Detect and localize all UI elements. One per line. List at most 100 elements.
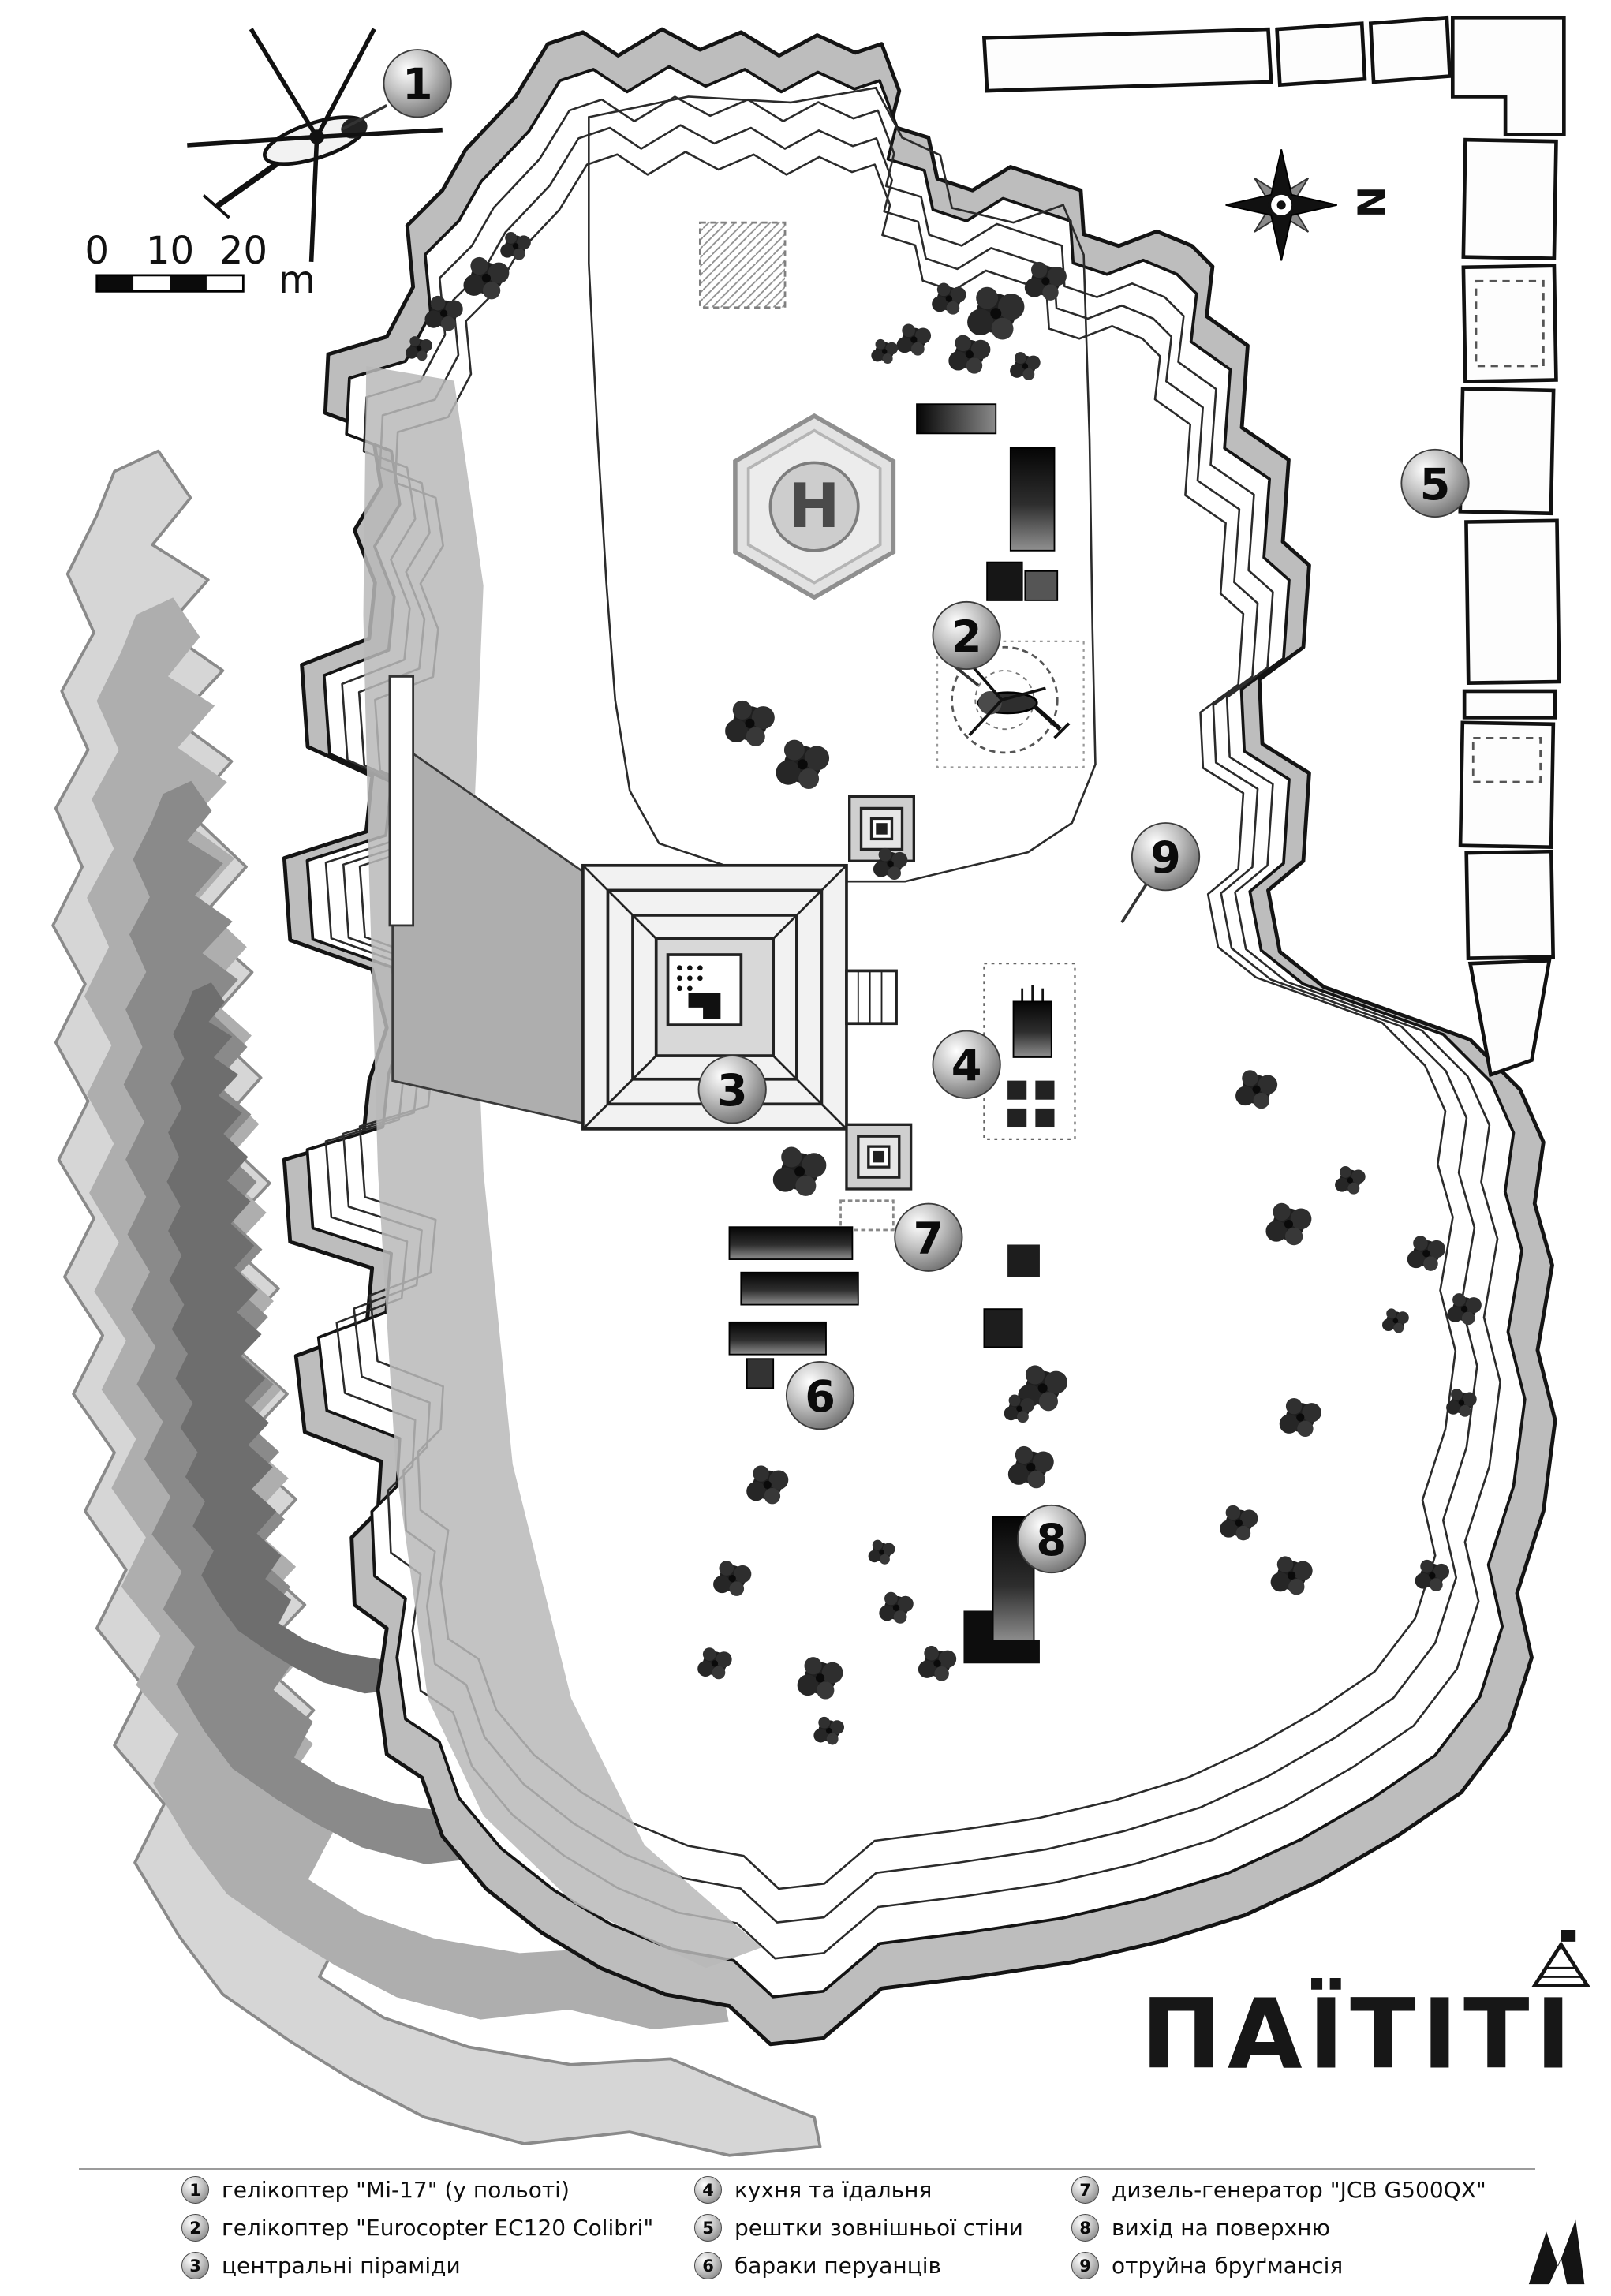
wall-block [1462,689,1557,720]
map-marker-number: 7 [914,1213,944,1265]
generator-unit [1007,1244,1040,1277]
wall-fragment [388,675,415,927]
compass-center-dot [1276,200,1286,210]
legend-ball: 9 [1071,2252,1099,2279]
legend-item-label: центральні піраміди [222,2253,461,2279]
map-marker-2: 2 [932,600,1001,671]
scale-label-0: 0 [84,229,109,273]
barrack-building [746,1358,775,1389]
swamp-layer [166,982,489,1699]
legend-item: 2 гелікоптер "Eurocopter EC120 Colibri" [181,2214,653,2242]
dashed-plot [839,1199,895,1232]
swamp-area [51,449,822,2157]
legend-ball: 2 [181,2214,209,2242]
legend-item-label: бараки перуанців [734,2253,942,2279]
legend-ball: 8 [1071,2214,1099,2242]
legend-ball: 7 [1071,2176,1099,2204]
heli-main-rotor [968,665,1046,736]
hatched-area [698,221,787,309]
kitchen-area [983,963,1076,1140]
table [1007,1108,1027,1128]
camp-buildings [916,403,1059,601]
building [986,561,1023,601]
legend-column-3: 7 дизель-генератор "JCB G500QX" 8 вихід … [1071,2176,1486,2279]
generator-unit [983,1308,1023,1348]
scale-label-20: 20 [219,229,267,273]
legend-ball-number: 7 [1079,2180,1091,2200]
scale-segment [133,275,170,292]
barrack-building [740,1271,859,1306]
legend-ball-number: 9 [1079,2256,1091,2275]
fortress-terrace-ring [305,65,1527,1999]
fortress-terrace-ring [342,124,1478,1924]
legend-ball-number: 5 [702,2218,714,2238]
scale-segment [170,275,207,292]
exit-base [963,1640,1040,1664]
wall-block-dashed-detail [1475,279,1545,368]
legend-ball: 5 [694,2214,722,2242]
wall-block [1461,137,1558,260]
legend-ball-number: 8 [1079,2218,1091,2238]
scale-label-10: 10 [146,229,194,273]
legend-ball-number: 6 [702,2256,714,2275]
legend-column-2: 4 кухня та їдальня 5 рештки зовнішньої с… [694,2176,1023,2279]
legend-item: 5 рештки зовнішньої стіни [694,2214,1023,2242]
barracks [728,1226,859,1389]
heli-tail-boom [1032,704,1062,731]
pyramid-edge [581,864,657,940]
heli-tail-rotor [1053,722,1071,739]
helipad-circle [768,461,860,552]
inner-left-slope [363,365,762,1969]
shrine-structure [688,993,721,1019]
wall-block [1275,21,1367,88]
map-marker-number: 9 [1150,832,1181,884]
table [1035,1108,1055,1128]
scale-segment [96,275,134,292]
legend-item: 9 отруйна бруґмансія [1071,2252,1486,2279]
legend-ball-number: 1 [189,2180,201,2200]
map-marker-4: 4 [932,1030,1001,1099]
table [1007,1080,1027,1100]
map-marker-1: 1 [383,49,452,118]
wall-corner-block [1450,15,1566,137]
legend-item-label: отруйна бруґмансія [1112,2253,1344,2279]
pyramid-edge [772,864,847,940]
compass-rose-icon: N [1225,149,1392,261]
legend-item-label: гелікоптер "Мі-17" (у польоті) [222,2177,570,2203]
pyramid-shrine-details [677,965,721,1019]
map-marker-number: 4 [951,1041,982,1092]
helicopter-colibri-icon [936,640,1085,768]
small-pyramid-north [848,795,916,862]
building [916,403,997,435]
outer-wall-remains [981,15,1566,1078]
legend-ball-number: 4 [702,2180,714,2200]
legend-item: 1 гелікоптер "Мі-17" (у польоті) [181,2176,653,2204]
exit-step [963,1610,993,1640]
legend-item-label: гелікоптер "Eurocopter EC120 Colibri" [222,2215,654,2241]
title-pyramid-icon [1531,1930,1591,1987]
building [1009,447,1056,552]
wall-block [981,27,1273,93]
building [1024,570,1059,601]
heli-cockpit [977,690,1002,715]
map-marker-6: 6 [785,1361,855,1430]
wall-block [1461,264,1558,383]
scale-outline [95,274,245,293]
fortress-terraces [282,27,1557,2047]
legend-item: 7 дизель-генератор "JCB G500QX" [1071,2176,1486,2204]
barrack-building [728,1226,854,1260]
scale-segment [206,275,244,292]
fortress-terrace-ring [324,95,1501,1960]
legend-ball-number: 2 [189,2218,201,2238]
legend-divider [79,2168,1535,2170]
legend-item: 4 кухня та їдальня [694,2176,1023,2204]
barrack-building [728,1321,827,1356]
kitchen-building [1012,1000,1052,1058]
heli-main-rotor [187,28,443,263]
map-marker-number: 2 [951,611,982,663]
legend: 1 гелікоптер "Мі-17" (у польоті) 2 гелік… [0,2168,1611,2296]
heli-rotor-hub [309,129,324,144]
compass-north-label: N [1348,186,1392,218]
map-marker-number: 5 [1420,459,1451,510]
